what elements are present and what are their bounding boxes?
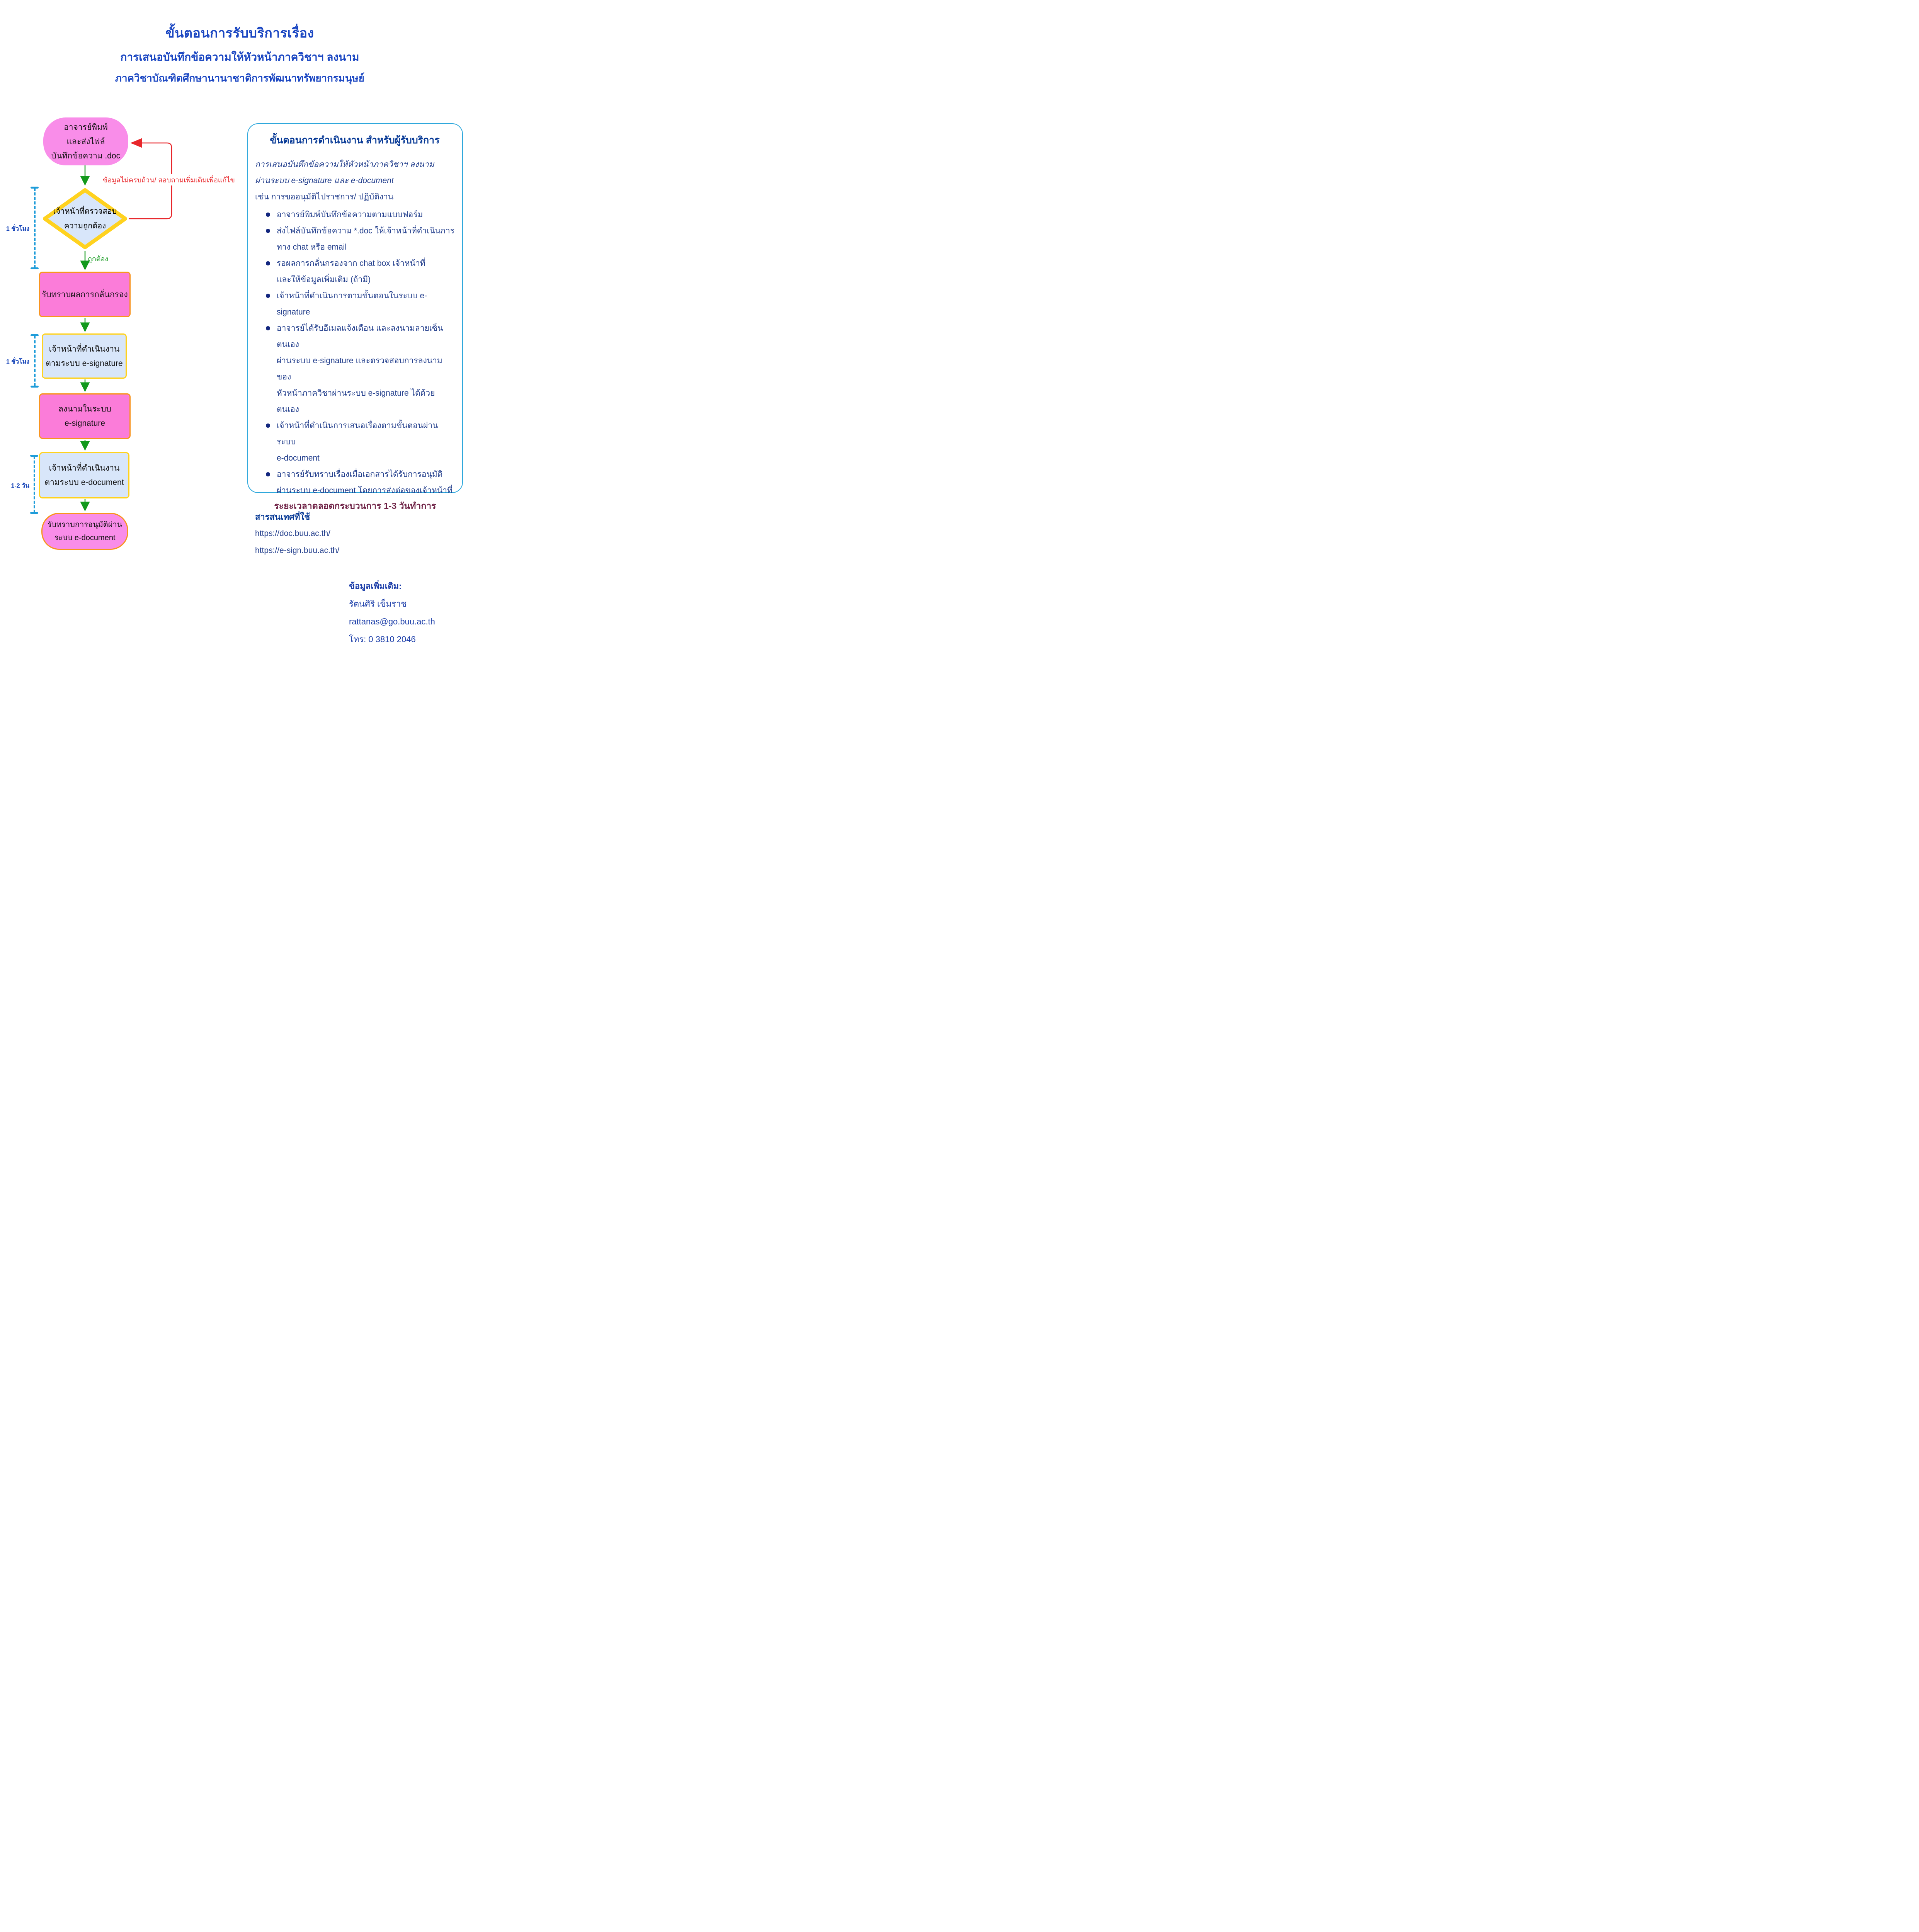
title-line-2: การเสนอบันทึกข้อความให้หัวหน้าภาควิชาฯ ล… (120, 51, 359, 63)
contact-phone: โทร: 0 3810 2046 (349, 634, 416, 644)
start-line: บันทึกข้อความ .doc (51, 151, 121, 160)
page-title: ขั้นตอนการรับบริการเรื่อง การเสนอบันทึกข… (0, 22, 480, 86)
list-item: เจ้าหน้าที่ดำเนินการเสนอเรื่องตามขั้นตอน… (265, 418, 454, 466)
list-item: อาจารย์ได้รับอีเมลแจ้งเตือน และลงนามลายเ… (265, 320, 454, 418)
title-line-1: ขั้นตอนการรับบริการเรื่อง (165, 26, 314, 41)
step2-line: ตามระบบ e-signature (46, 359, 123, 368)
start-line: อาจารย์พิมพ์ (64, 122, 108, 132)
total-duration-note: ระยะเวลาตลอดกระบวนการ 1-3 วันทำการ (274, 501, 436, 511)
link-doc-buu: https://doc.buu.ac.th/ (255, 529, 330, 538)
step4-line: เจ้าหน้าที่ดำเนินงาน (49, 464, 120, 473)
flow-node-end: รับทราบการอนุมัติผ่าน ระบบ e-document (41, 513, 128, 550)
edge-label-approve: ถูกต้อง (88, 255, 109, 263)
flow-node-start: อาจารย์พิมพ์ และส่งไฟล์ บันทึกข้อความ .d… (43, 117, 128, 165)
panel-bullet-list: อาจารย์พิมพ์บันทึกข้อความตามแบบฟอร์ม ส่ง… (265, 207, 454, 499)
title-line-3: ภาควิชาบัณฑิตศึกษานานาชาติการพัฒนาทรัพยา… (115, 72, 365, 84)
list-item: ส่งไฟล์บันทึกข้อความ *.doc ให้เจ้าหน้าที… (265, 223, 454, 255)
contact-name: รัตนศิริ เข็มราช (349, 599, 407, 609)
contact-email: rattanas@go.buu.ac.th (349, 617, 435, 626)
duration-label-1: 1 ชั่วโมง (6, 226, 29, 232)
duration-bracket-2 (31, 334, 39, 388)
panel-intro-line: การเสนอบันทึกข้อความให้หัวหน้าภาควิชาฯ ล… (255, 160, 434, 169)
decision-line: ความถูกต้อง (64, 222, 106, 230)
duration-bracket-1 (31, 187, 39, 269)
list-item: เจ้าหน้าที่ดำเนินการตามขั้นตอนในระบบ e-s… (265, 288, 454, 320)
service-steps-panel: ขั้นตอนการดำเนินงาน สำหรับผู้รับบริการ ก… (247, 123, 463, 555)
decision-line: เจ้าหน้าที่ตรวจสอบ (53, 207, 117, 216)
duration-label-3: 1-2 วัน (11, 483, 30, 489)
flow-node-staff-edocument: เจ้าหน้าที่ดำเนินงาน ตามระบบ e-document (39, 452, 129, 498)
flow-node-staff-esignature: เจ้าหน้าที่ดำเนินงาน ตามระบบ e-signature (42, 333, 127, 379)
flow-node-acknowledge-screening: รับทราบผลการกลั่นกรอง (39, 272, 131, 317)
list-item: อาจารย์พิมพ์บันทึกข้อความตามแบบฟอร์ม (265, 207, 454, 223)
list-item: อาจารย์รับทราบเรื่องเมื่อเอกสารได้รับการ… (265, 466, 454, 499)
panel-heading: ขั้นตอนการดำเนินงาน สำหรับผู้รับบริการ (270, 135, 440, 146)
poster-page: ขั้นตอนการรับบริการเรื่อง การเสนอบันทึกข… (0, 0, 480, 678)
duration-label-2: 1 ชั่วโมง (6, 359, 29, 365)
flow-node-decision: เจ้าหน้าที่ตรวจสอบ ความถูกต้อง (42, 187, 128, 250)
panel-intro-line: เช่น การขออนุมัติไปราชการ/ ปฏิบัติงาน (255, 192, 394, 201)
info-systems-heading: สารสนเทศที่ใช้ (255, 512, 310, 522)
step3-line: ลงนามในระบบ (58, 405, 111, 413)
step1-line: รับทราบผลการกลั่นกรอง (42, 290, 128, 299)
flow-node-sign-esignature: ลงนามในระบบ e-signature (39, 393, 131, 439)
link-esign-buu: https://e-sign.buu.ac.th/ (255, 546, 340, 555)
step4-line: ตามระบบ e-document (44, 478, 124, 487)
contact-label: ข้อมูลเพิ่มเติม: (349, 581, 402, 591)
contact-block: ข้อมูลเพิ่มเติม: รัตนศิริ เข็มราช rattan… (349, 577, 435, 648)
step3-line: e-signature (64, 419, 105, 428)
panel-intro-line: ผ่านระบบ e-signature และ e-document (255, 176, 394, 185)
list-item: รอผลการกลั่นกรองจาก chat box เจ้าหน้าที่… (265, 255, 454, 288)
edge-label-reject: ข้อมูลไม่ครบถ้วน/ สอบถามเพิ่มเติมเพื่อแก… (102, 174, 236, 185)
end-line: ระบบ e-document (54, 534, 116, 542)
start-line: และส่งไฟล์ (66, 137, 105, 146)
step2-line: เจ้าหน้าที่ดำเนินงาน (49, 344, 120, 354)
end-line: รับทราบการอนุมัติผ่าน (47, 520, 122, 529)
duration-bracket-3 (30, 455, 38, 514)
